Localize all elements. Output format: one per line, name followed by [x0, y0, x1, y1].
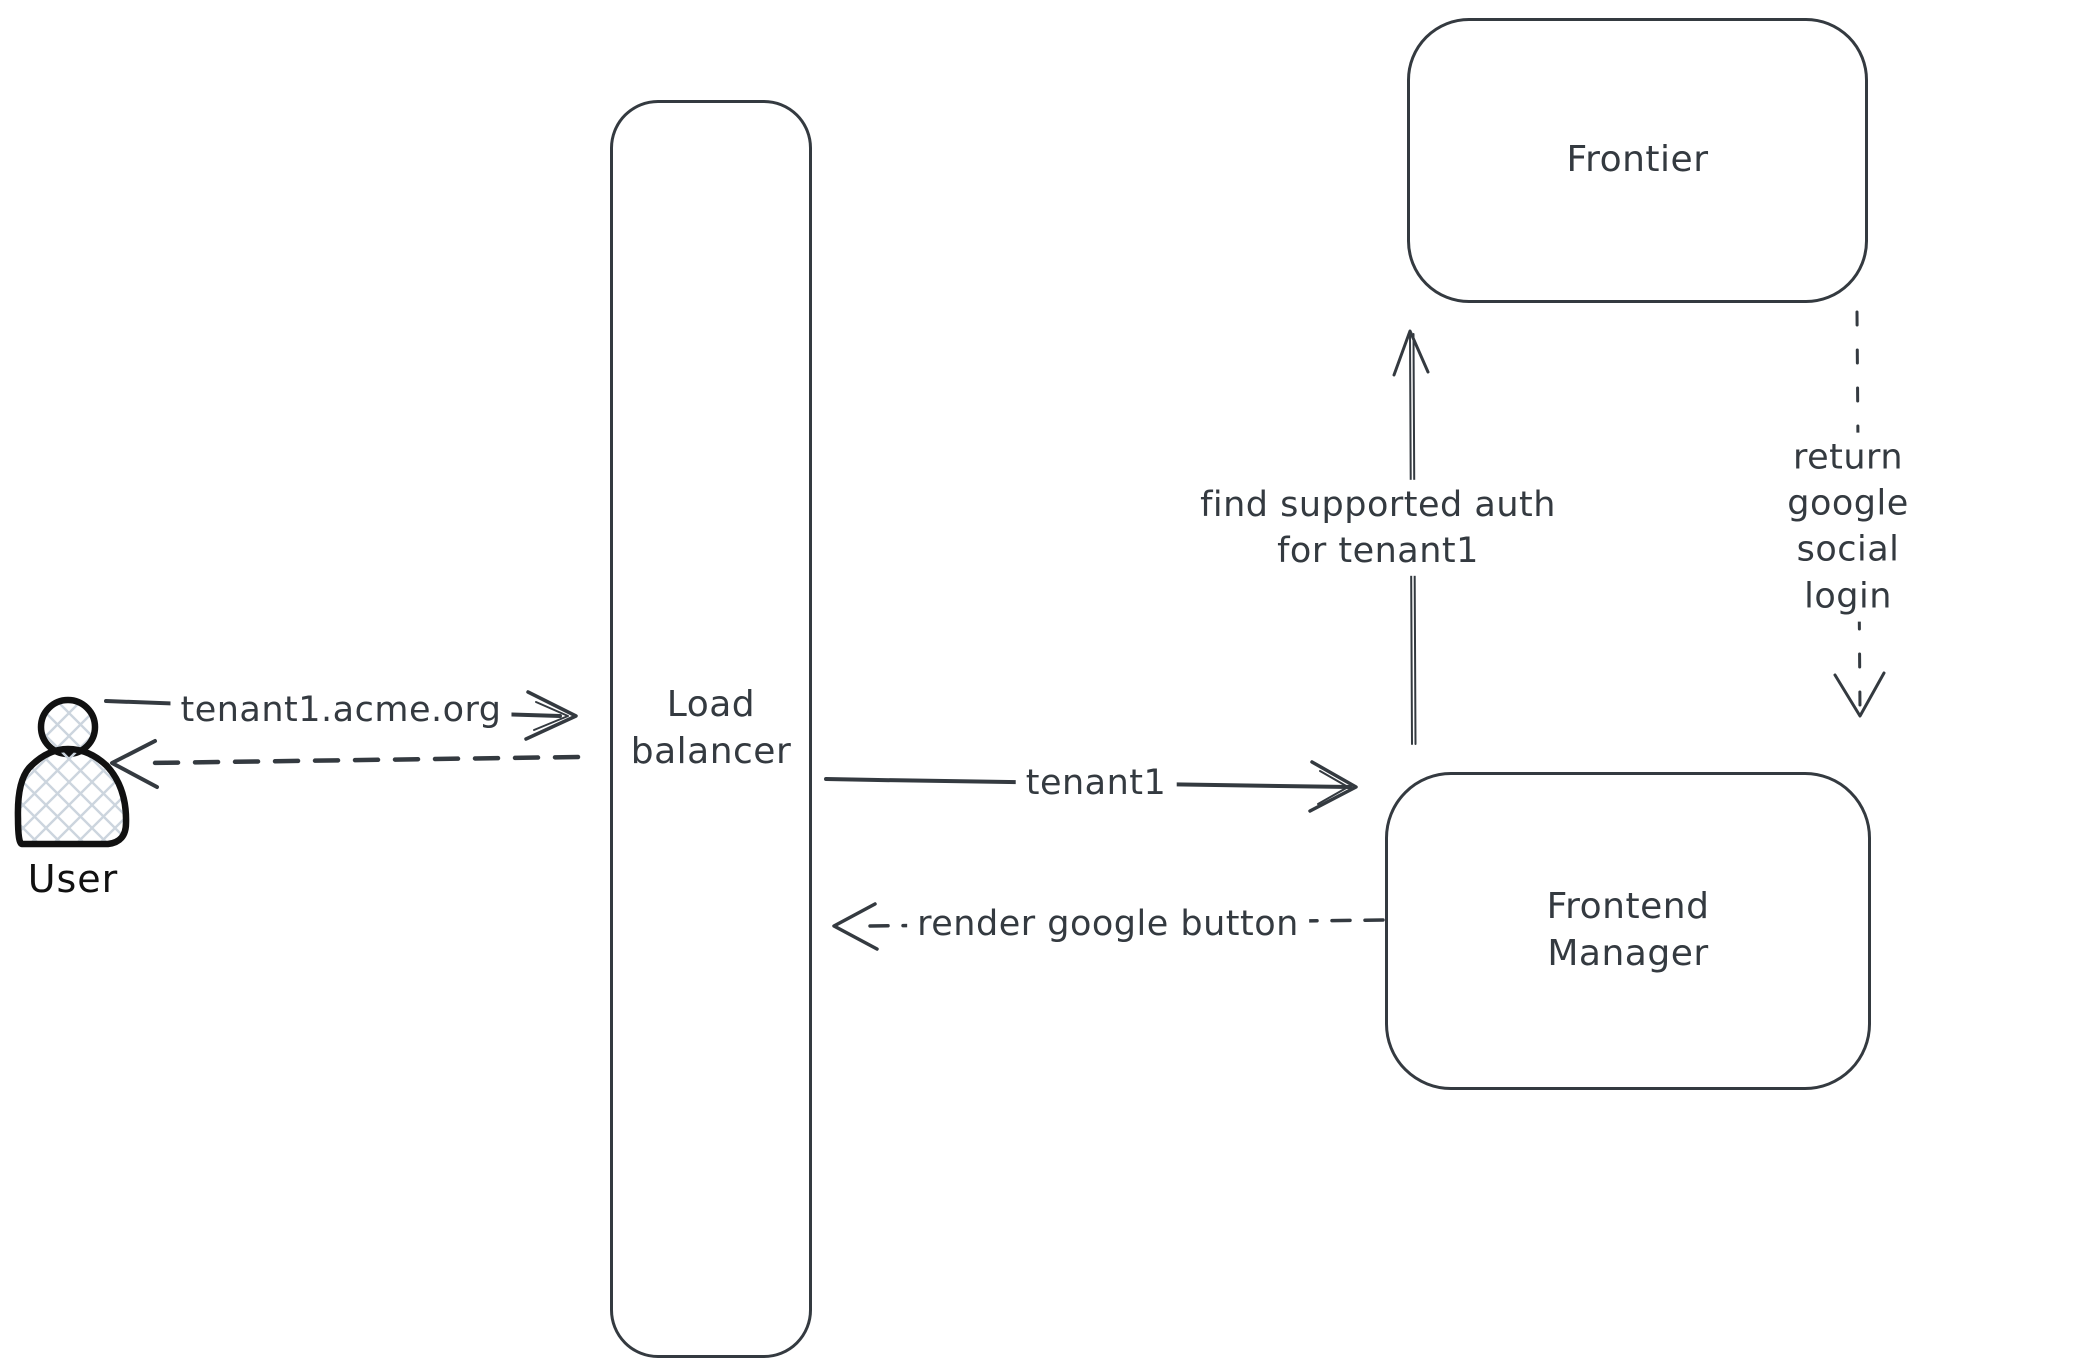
edge-label-tenant1-acme-org: tenant1.acme.org [170, 684, 512, 736]
load-balancer-label: Load balancer [630, 684, 792, 772]
node-frontier: Frontier [1407, 18, 1868, 303]
edge-label-find-supported-auth: find supported auth for tenant1 [1190, 479, 1566, 577]
node-frontend-manager: Frontend Manager [1385, 772, 1871, 1090]
edge-load-balancer-to-user [110, 739, 581, 789]
frontend-manager-label: Frontend Manager [1546, 886, 1710, 974]
node-load-balancer: Load balancer [610, 100, 812, 1358]
user-label: User [27, 857, 119, 901]
frontier-label: Frontier [1566, 139, 1709, 181]
edge-label-render-google-button: render google button [907, 898, 1309, 950]
edge-label-return-google-social-login: return google social login [1730, 432, 1966, 622]
person-icon [14, 696, 130, 848]
edge-label-tenant1: tenant1 [1015, 757, 1177, 809]
